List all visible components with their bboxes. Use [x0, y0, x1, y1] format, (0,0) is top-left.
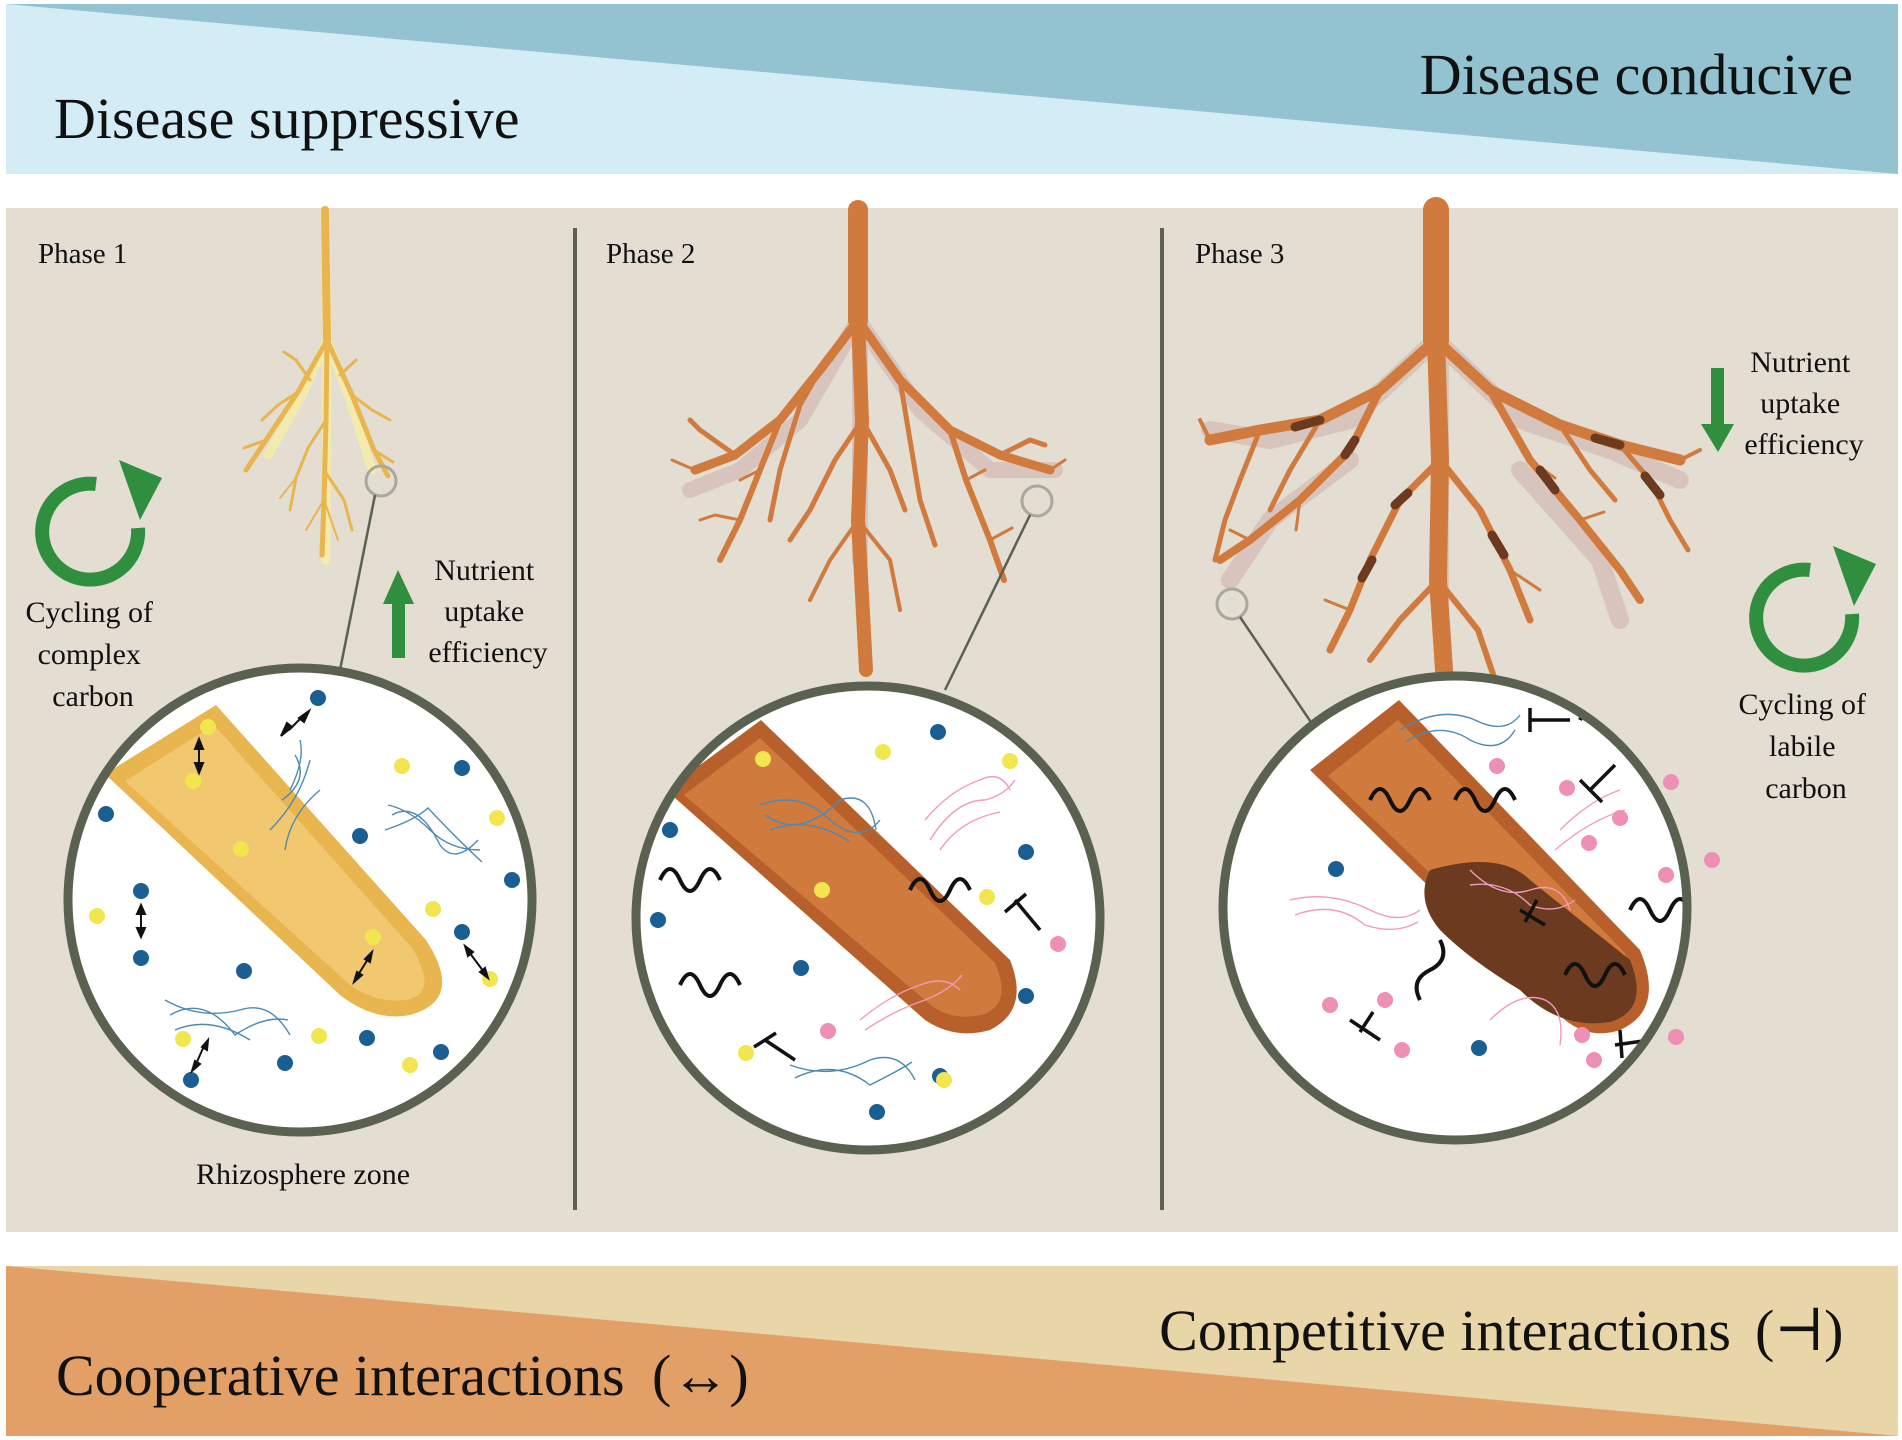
yellow-microbe-dot: [402, 1057, 418, 1073]
pink-pathogen-dot: [1377, 992, 1393, 1008]
phase-2-zoom-spot: [1020, 484, 1054, 518]
pink-pathogen-dot: [1668, 1029, 1684, 1045]
blue-microbe-dot: [352, 828, 368, 844]
top-right-label: Disease conducive: [1420, 42, 1853, 107]
microbe-dots: [89, 690, 1720, 1120]
pink-pathogen-dot: [1586, 1052, 1602, 1068]
top-left-label: Disease suppressive: [54, 86, 520, 151]
yellow-microbe-dot: [755, 751, 771, 767]
blue-microbe-dot: [454, 924, 470, 940]
phase-3-uptake-text: Nutrient uptake efficiency: [1744, 346, 1863, 461]
pink-pathogen-dot: [1704, 852, 1720, 868]
blue-microbe-dot: [454, 760, 470, 776]
blue-microbe-dot: [1018, 988, 1034, 1004]
phase-1-cooperation-arrows: [135, 708, 490, 1075]
phase-2: Phase 2: [606, 200, 1105, 1155]
blue-microbe-dot: [359, 1030, 375, 1046]
pink-pathogen-dot: [1612, 810, 1628, 826]
phase-3-label: Phase 3: [1195, 238, 1284, 270]
yellow-microbe-dot: [979, 889, 995, 905]
phase-1-cycling-icon: [35, 460, 162, 587]
phase-1-uptake-up-arrow-icon: [383, 570, 414, 658]
blue-microbe-dot: [504, 872, 520, 888]
phase-1-cycling-text: Cycling of complex carbon: [26, 596, 161, 713]
blue-microbe-dot: [277, 1055, 293, 1071]
phase-2-rhizosphere-circle: [631, 681, 1105, 1155]
blue-microbe-dot: [433, 1044, 449, 1060]
phase-2-root: [670, 200, 1067, 677]
yellow-microbe-dot: [89, 908, 105, 924]
yellow-microbe-dot: [311, 1028, 327, 1044]
phase-1-label: Phase 1: [38, 238, 127, 270]
bottom-banner-wedge: [6, 1266, 1898, 1436]
top-banner-wedge: [6, 4, 1898, 174]
phase-1-zoom-line: [338, 494, 377, 671]
phase-2-zoom-line: [943, 514, 1032, 691]
yellow-microbe-dot: [936, 1072, 952, 1088]
phase-1-zoom-spot: [364, 464, 398, 498]
blue-microbe-dot: [869, 1104, 885, 1120]
pink-pathogen-dot: [1658, 867, 1674, 883]
bottom-left-label: Cooperative interactions: [56, 1343, 625, 1408]
top-banner: Disease suppressive Disease conducive: [6, 4, 1898, 174]
blue-microbe-dot: [1328, 861, 1344, 877]
phase-3-uptake-down-arrow-icon: [1701, 368, 1734, 452]
bottom-right-label: Competitive interactions: [1159, 1298, 1731, 1363]
pink-pathogen-dot: [1574, 1027, 1590, 1043]
pink-pathogen-dot: [1489, 758, 1505, 774]
blue-microbe-dot: [236, 963, 252, 979]
phase-3-zoom-spot: [1215, 587, 1249, 621]
yellow-microbe-dot: [200, 719, 216, 735]
blue-microbe-dot: [310, 690, 326, 706]
bottom-banner: Cooperative interactions (↔) Competitive…: [6, 1266, 1898, 1436]
yellow-microbe-dot: [1002, 753, 1018, 769]
phase-3-root: [1198, 197, 1702, 709]
pink-pathogen-dot: [1559, 780, 1575, 796]
bottom-left-symbol: (↔): [652, 1343, 749, 1408]
phase-1-root: [242, 205, 395, 565]
pink-pathogen-dot: [1050, 936, 1066, 952]
pink-pathogen-dot: [1394, 1042, 1410, 1058]
yellow-microbe-dot: [875, 744, 891, 760]
yellow-microbe-dot: [185, 773, 201, 789]
pink-pathogen-dot: [1663, 774, 1679, 790]
yellow-microbe-dot: [489, 810, 505, 826]
blue-microbe-dot: [98, 806, 114, 822]
phase-3-cycling-icon: [1749, 546, 1876, 673]
bottom-right-symbol: (⊣): [1755, 1298, 1844, 1363]
blue-microbe-dot: [930, 724, 946, 740]
phase-3-rhizosphere-circle: [1218, 671, 1692, 1145]
phase-3-cycling-text: Cycling of labile carbon: [1739, 688, 1874, 805]
phase-2-label: Phase 2: [606, 238, 695, 270]
yellow-microbe-dot: [814, 882, 830, 898]
yellow-microbe-dot: [365, 929, 381, 945]
blue-microbe-dot: [650, 912, 666, 928]
blue-microbe-dot: [183, 1072, 199, 1088]
phase-1-bacteria: [164, 739, 483, 1041]
yellow-microbe-dot: [738, 1045, 754, 1061]
yellow-microbe-dot: [425, 901, 441, 917]
blue-microbe-dot: [793, 960, 809, 976]
blue-microbe-dot: [133, 883, 149, 899]
blue-microbe-dot: [1018, 844, 1034, 860]
blue-microbe-dot: [1471, 1040, 1487, 1056]
pink-pathogen-dot: [1322, 997, 1338, 1013]
blue-microbe-dot: [662, 822, 678, 838]
yellow-microbe-dot: [175, 1031, 191, 1047]
phase-1-uptake-text: Nutrient uptake efficiency: [428, 554, 547, 669]
phase-1-caption: Rhizosphere zone: [196, 1158, 410, 1191]
yellow-microbe-dot: [233, 841, 249, 857]
pink-pathogen-dot: [820, 1023, 836, 1039]
blue-microbe-dot: [133, 950, 149, 966]
pink-pathogen-dot: [1581, 835, 1597, 851]
phase-1-rhizosphere-circle: [63, 663, 537, 1137]
yellow-microbe-dot: [394, 758, 410, 774]
phase-3: Phase 3: [1195, 197, 1876, 1145]
